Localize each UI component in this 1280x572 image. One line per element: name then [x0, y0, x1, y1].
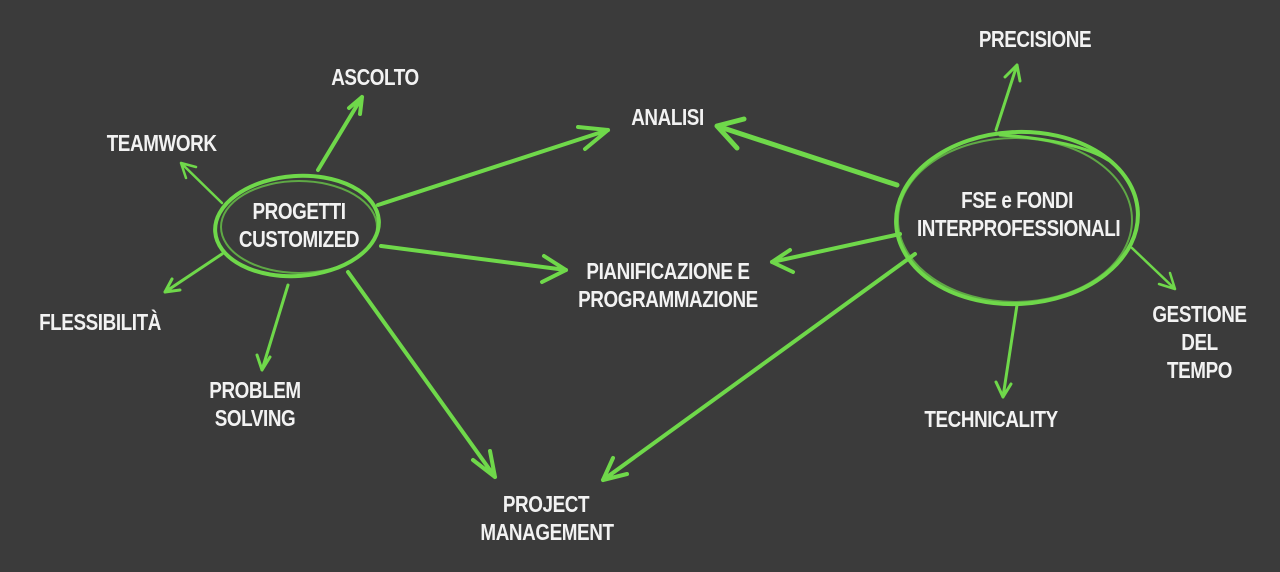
hub-left-label: PROGETTI CUSTOMIZED [238, 198, 360, 252]
arrow-to-precisione [994, 63, 1022, 132]
arrow-to-flessibilita [163, 252, 224, 294]
node-analisi: ANALISI [631, 104, 704, 130]
hub-right-circle-outline [897, 137, 1133, 303]
node-technicality: TECHNICALITY [924, 406, 1058, 432]
node-gestione-tempo: GESTIONE DEL TEMPO [1152, 301, 1247, 383]
arrow-to-problem-solving [255, 283, 290, 372]
node-pianificazione: PIANIFICAZIONE E PROGRAMMAZIONE [578, 258, 758, 312]
arrow-right-to-analisi [714, 116, 900, 188]
arrow-to-ascolto [316, 95, 364, 172]
arrow-to-pianificazione [379, 244, 568, 284]
node-precisione: PRECISIONE [978, 26, 1092, 52]
hub-right-circle [894, 129, 1140, 307]
node-project-management: PROJECT MANAGEMENT [480, 491, 614, 545]
hub-left-circle-outline [220, 180, 378, 274]
arrow-to-teamwork [179, 161, 224, 205]
hub-right-label: FSE e FONDI INTERPROFESSIONALI [916, 187, 1121, 241]
arrow-to-gestione-tempo [1130, 246, 1177, 291]
node-ascolto: ASCOLTO [331, 64, 419, 90]
node-flessibilita: FLESSIBILITÀ [39, 309, 161, 335]
arrow-to-analisi [376, 125, 610, 207]
arrow-right-to-pianificazione [770, 232, 902, 274]
arrow-to-technicality [994, 303, 1019, 399]
node-teamwork: TEAMWORK [106, 130, 217, 156]
arrow-to-project-management-right [601, 252, 917, 482]
hub-right-stroke-tail [998, 133, 1110, 162]
hub-left-circle [213, 173, 381, 279]
arrow-to-project-management-left [346, 270, 497, 479]
node-problem-solving: PROBLEM SOLVING [209, 377, 301, 431]
